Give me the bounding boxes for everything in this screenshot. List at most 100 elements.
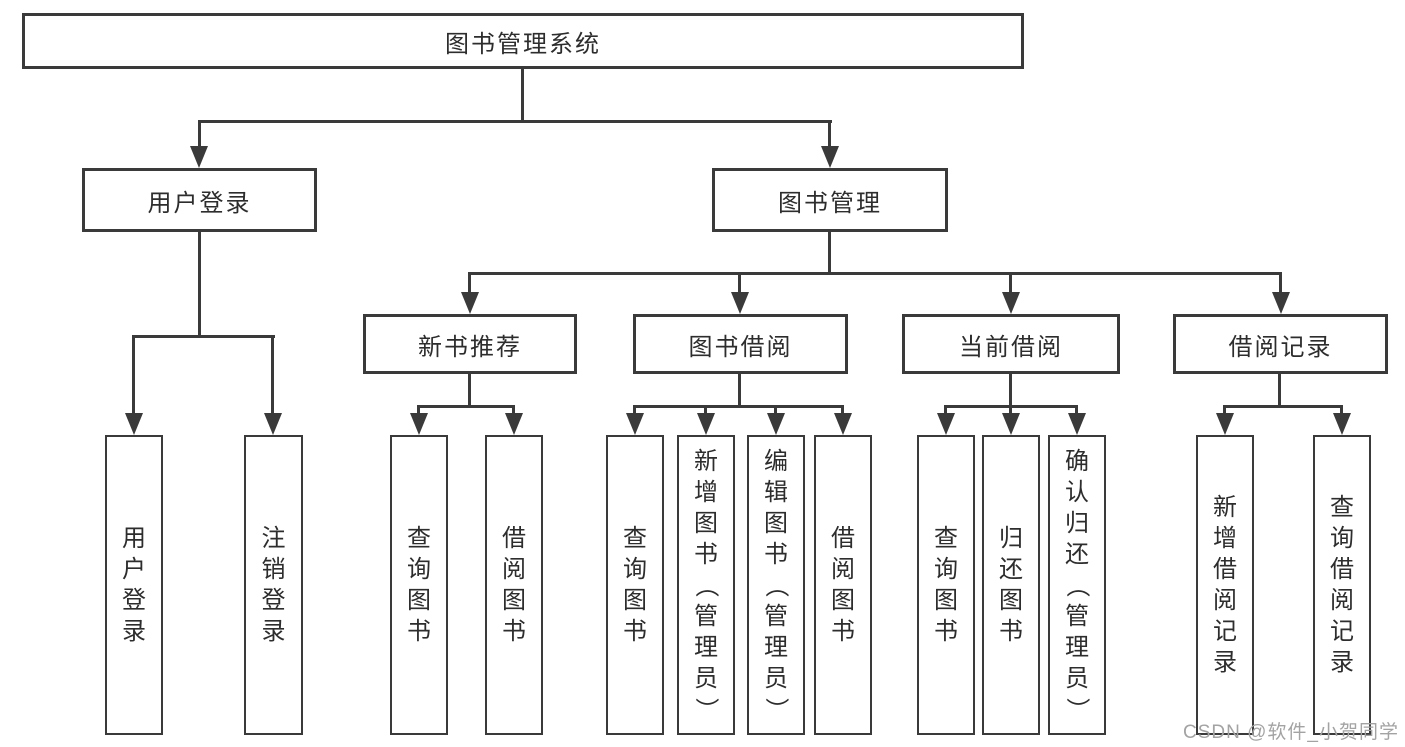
leaf-label-char: ） — [1063, 697, 1091, 721]
connector-borrowing-records-stem — [1278, 374, 1281, 405]
leaf-label: 确认归还（管理员） — [1062, 446, 1092, 725]
connector-drop-user-login — [198, 120, 201, 152]
leaf-label-char: 录 — [1213, 649, 1237, 676]
leaf-label-char: ） — [692, 697, 720, 721]
leaf-label-char: 管 — [694, 602, 718, 630]
leaf-label-char: 登 — [122, 587, 146, 614]
node-current-borrowing: 当前借阅 — [902, 314, 1120, 374]
connector-drop — [1075, 405, 1078, 419]
arrowhead-icon — [834, 413, 852, 435]
watermark: CSDN @软件_小贺同学 — [1183, 722, 1399, 743]
node-borrow-books-fn: 借阅图书 — [814, 435, 872, 735]
node-query-borrow-record: 查询借阅记录 — [1313, 435, 1371, 735]
leaf-label-char: 图 — [623, 587, 647, 614]
leaf-label-char: 查 — [934, 525, 958, 552]
leaf-label-char: （ — [692, 573, 720, 597]
leaf-label-char: 记 — [1213, 618, 1237, 645]
leaf-label-char: 编 — [764, 447, 788, 475]
connector-drop-book-management — [828, 120, 831, 152]
connector-drop — [704, 405, 707, 419]
leaf-label-char: 图 — [407, 587, 431, 614]
node-edit-book-admin: 编辑图书（管理员） — [747, 435, 805, 735]
leaf-label-char: 书 — [831, 618, 855, 645]
leaf-label-char: 阅 — [502, 556, 526, 583]
leaf-label-char: 录 — [122, 618, 146, 645]
leaf-label-char: （ — [762, 573, 790, 597]
leaf-label-char: 还 — [1065, 540, 1089, 568]
leaf-label-char: 员 — [764, 664, 788, 692]
node-add-book-admin: 新增图书（管理员） — [677, 435, 735, 735]
arrowhead-icon — [125, 413, 143, 435]
leaf-label-char: 员 — [1065, 664, 1089, 692]
leaf-label-char: 员 — [694, 664, 718, 692]
connector-drop — [1340, 405, 1343, 419]
connector-drop — [1009, 405, 1012, 419]
node-borrowing-records: 借阅记录 — [1173, 314, 1388, 374]
arrowhead-icon — [767, 413, 785, 435]
arrowhead-icon — [264, 413, 282, 435]
arrowhead-icon — [1002, 292, 1020, 314]
arrowhead-icon — [461, 292, 479, 314]
connector-drop-new-recommend — [468, 272, 471, 298]
arrowhead-icon — [937, 413, 955, 435]
leaf-label-char: 图 — [831, 587, 855, 614]
leaf-label-char: 查 — [623, 525, 647, 552]
leaf-label: 用户登录 — [119, 523, 149, 647]
leaf-label-char: 还 — [999, 556, 1023, 583]
leaf-label-char: 销 — [261, 556, 286, 583]
leaf-label: 新增图书（管理员） — [691, 446, 721, 725]
leaf-label-char: 阅 — [1330, 587, 1354, 614]
leaf-label-char: 图 — [502, 587, 526, 614]
arrowhead-icon — [1216, 413, 1234, 435]
connector-drop-user-login-fn — [132, 335, 135, 419]
leaf-label-char: 阅 — [831, 556, 855, 583]
leaf-label-char: 管 — [764, 602, 788, 630]
leaf-label-char: 归 — [1065, 509, 1089, 537]
arrowhead-icon — [821, 146, 839, 168]
leaf-label-char: 图 — [934, 587, 958, 614]
arrowhead-icon — [1068, 413, 1086, 435]
leaf-label-char: 确 — [1065, 447, 1089, 475]
connector-user-login-stem — [198, 232, 201, 335]
connector-root-bar — [198, 120, 832, 123]
node-book-borrowing: 图书借阅 — [633, 314, 848, 374]
arrowhead-icon — [1002, 413, 1020, 435]
leaf-label-char: 借 — [831, 525, 855, 552]
connector-drop — [774, 405, 777, 419]
leaf-label-char: 认 — [1065, 478, 1089, 506]
connector-new-recommend-bar — [417, 405, 515, 408]
arrowhead-icon — [1272, 292, 1290, 314]
leaf-label: 查询借阅记录 — [1327, 492, 1357, 678]
leaf-label-char: 新 — [1213, 494, 1237, 521]
connector-book-borrowing-bar — [633, 405, 844, 408]
node-query-books-current: 查询图书 — [917, 435, 975, 735]
leaf-label-char: 书 — [694, 540, 718, 568]
connector-drop-book-borrowing — [738, 272, 741, 298]
leaf-label-char: 记 — [1330, 618, 1354, 645]
connector-current-borrowing-stem — [1009, 374, 1012, 405]
leaf-label-char: 书 — [623, 618, 647, 645]
leaf-label-char: 户 — [122, 556, 146, 583]
node-new-book-recommend: 新书推荐 — [363, 314, 577, 374]
connector-drop-logout-fn — [271, 335, 274, 419]
leaf-label-char: 书 — [407, 618, 431, 645]
leaf-label-char: 辑 — [764, 478, 788, 506]
leaf-label-char: 理 — [694, 633, 718, 661]
leaf-label-char: 录 — [1330, 649, 1354, 676]
leaf-label-char: 借 — [502, 525, 526, 552]
leaf-label-char: 注 — [261, 525, 286, 552]
leaf-label-char: 归 — [999, 525, 1023, 552]
node-library-system: 图书管理系统 — [22, 13, 1024, 69]
node-query-books-recommend: 查询图书 — [390, 435, 448, 735]
leaf-label-char: 理 — [1065, 633, 1089, 661]
leaf-label-char: 管 — [1065, 602, 1089, 630]
leaf-label: 查询图书 — [404, 523, 434, 647]
leaf-label-char: 书 — [934, 618, 958, 645]
leaf-label: 新增借阅记录 — [1210, 492, 1240, 678]
leaf-label-char: 询 — [1330, 525, 1354, 552]
leaf-label-char: 查 — [1330, 494, 1354, 521]
node-user-login-function: 用户登录 — [105, 435, 163, 735]
leaf-label-char: 图 — [764, 509, 788, 537]
connector-drop — [512, 405, 515, 419]
